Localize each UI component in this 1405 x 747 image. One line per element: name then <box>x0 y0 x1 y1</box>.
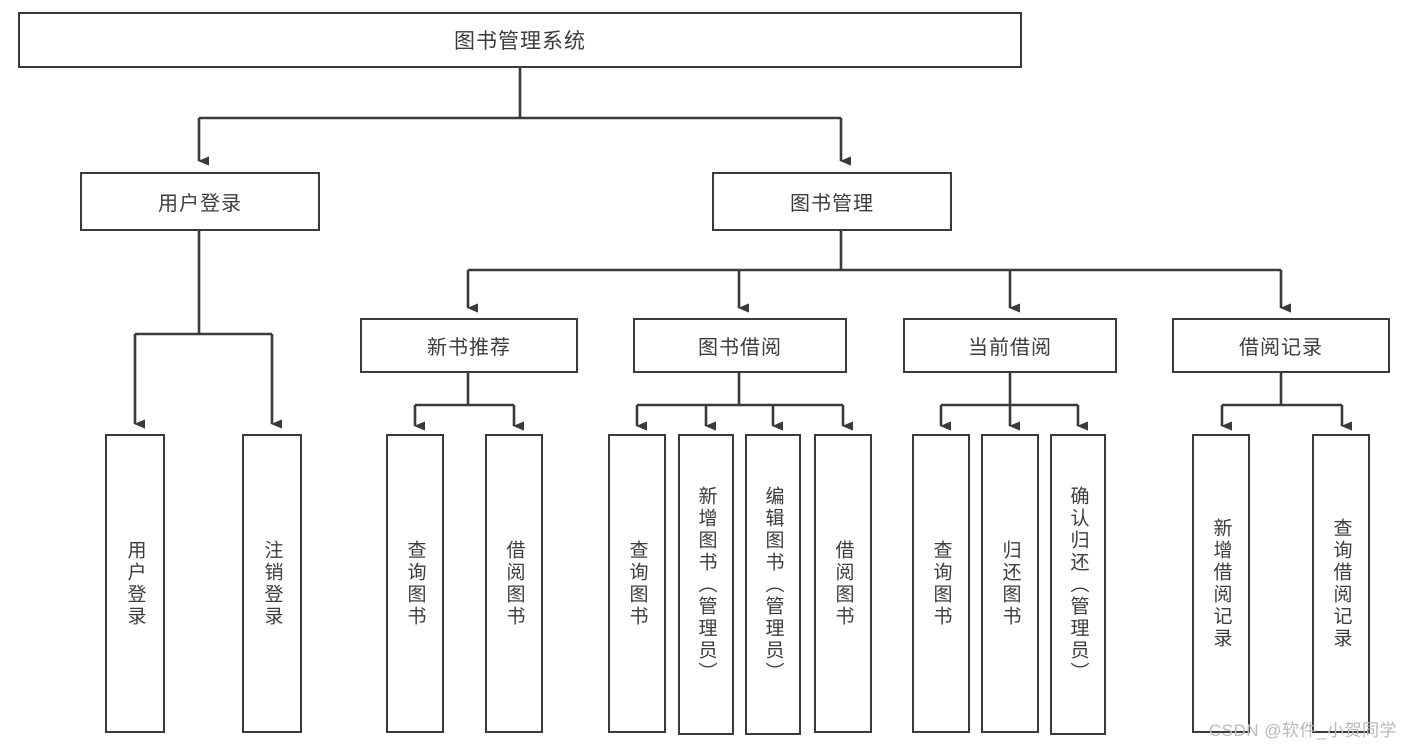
leaf-label: 新增图书（管理员） <box>695 485 717 684</box>
node-book-manage[interactable]: 图书管理 <box>712 172 952 231</box>
node-new-book-recommend[interactable]: 新书推荐 <box>360 318 578 373</box>
node-user-login[interactable]: 用户登录 <box>80 172 320 231</box>
leaf-current-borrow-return[interactable]: 归还图书 <box>981 434 1039 733</box>
node-book-borrow-label: 图书借阅 <box>698 337 782 359</box>
node-user-login-label: 用户登录 <box>158 193 242 215</box>
leaf-current-borrow-confirm[interactable]: 确认归还（管理员） <box>1050 434 1106 735</box>
leaf-borrow-record-add[interactable]: 新增借阅记录 <box>1192 434 1250 733</box>
node-borrow-record[interactable]: 借阅记录 <box>1172 318 1390 373</box>
leaf-label: 用户登录 <box>124 539 146 628</box>
leaf-label: 借阅图书 <box>832 539 854 628</box>
leaf-label: 查询图书 <box>930 539 952 628</box>
node-book-borrow[interactable]: 图书借阅 <box>633 318 847 373</box>
leaf-book-borrow-add[interactable]: 新增图书（管理员） <box>678 434 734 735</box>
leaf-label: 确认归还（管理员） <box>1067 485 1089 684</box>
node-current-borrow[interactable]: 当前借阅 <box>903 318 1117 373</box>
node-new-book-recommend-label: 新书推荐 <box>427 337 511 359</box>
leaf-label: 查询图书 <box>626 539 648 628</box>
leaf-label: 借阅图书 <box>503 539 525 628</box>
leaf-book-borrow-query[interactable]: 查询图书 <box>608 434 666 733</box>
node-root[interactable]: 图书管理系统 <box>18 12 1022 68</box>
leaf-new-book-query[interactable]: 查询图书 <box>386 434 444 733</box>
leaf-borrow-record-query[interactable]: 查询借阅记录 <box>1312 434 1370 733</box>
leaf-label: 注销登录 <box>261 539 283 628</box>
leaf-label: 查询图书 <box>404 539 426 628</box>
leaf-user-login-login[interactable]: 用户登录 <box>105 434 165 733</box>
leaf-label: 查询借阅记录 <box>1330 517 1352 650</box>
leaf-current-borrow-query[interactable]: 查询图书 <box>912 434 970 733</box>
node-book-manage-label: 图书管理 <box>790 193 874 215</box>
node-current-borrow-label: 当前借阅 <box>968 337 1052 359</box>
node-root-label: 图书管理系统 <box>454 30 586 53</box>
leaf-book-borrow-borrow[interactable]: 借阅图书 <box>814 434 872 733</box>
leaf-book-borrow-edit[interactable]: 编辑图书（管理员） <box>745 434 801 735</box>
leaf-label: 新增借阅记录 <box>1210 517 1232 650</box>
node-borrow-record-label: 借阅记录 <box>1239 337 1323 359</box>
leaf-new-book-borrow[interactable]: 借阅图书 <box>485 434 543 733</box>
leaf-label: 编辑图书（管理员） <box>762 485 784 684</box>
leaf-user-login-logout[interactable]: 注销登录 <box>242 434 302 733</box>
watermark: CSDN @软件_小贺同学 <box>1208 721 1397 740</box>
leaf-label: 归还图书 <box>999 539 1021 628</box>
